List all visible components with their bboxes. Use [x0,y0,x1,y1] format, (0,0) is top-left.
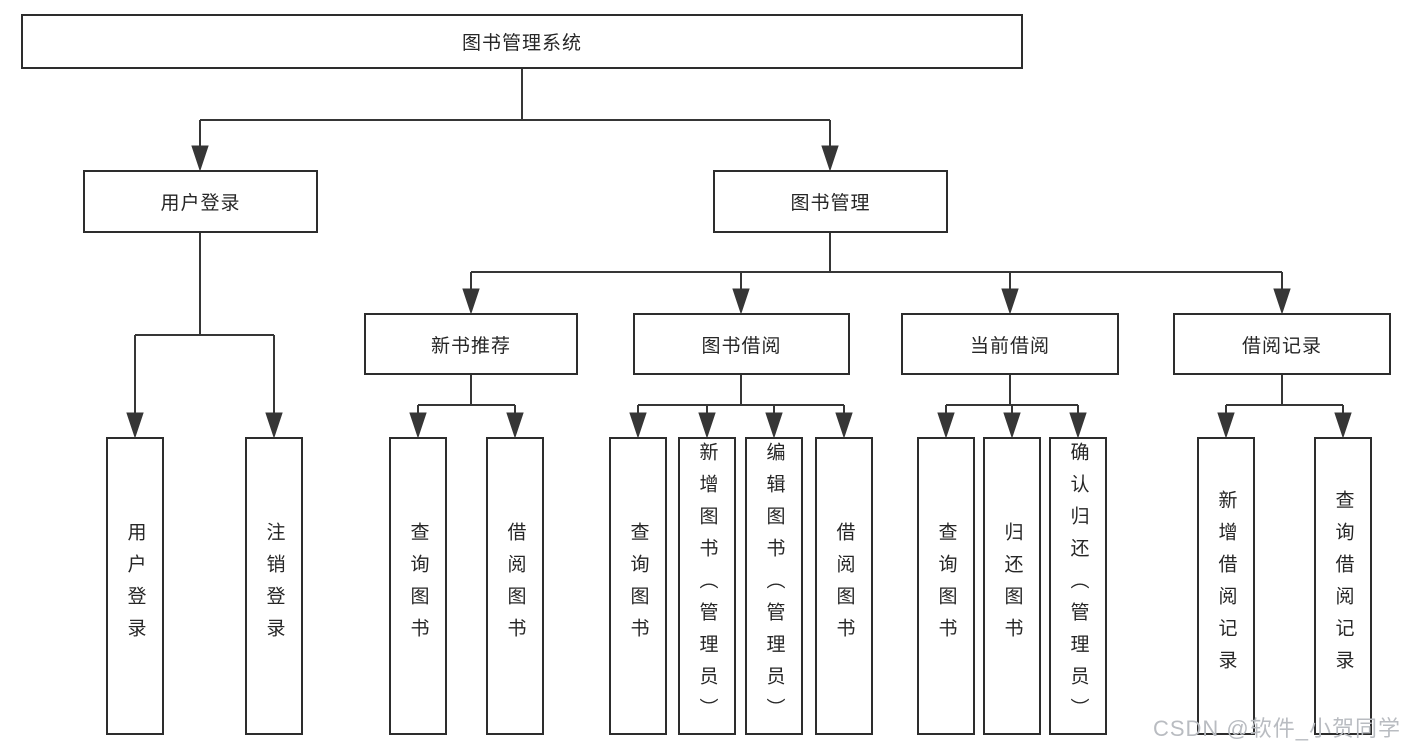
leaf-user-login-label: 用户登录 [124,522,146,650]
leaf-query-borrow-record-label: 查询借阅记录 [1332,490,1354,682]
node-user-login: 用户登录 [83,170,318,233]
leaf-borrow-books-2-label: 借阅图书 [833,522,855,650]
leaf-logout: 注销登录 [245,437,303,735]
leaf-query-books-3-label: 查询图书 [935,522,957,650]
watermark: CSDN @软件_小贺同学 [1152,716,1401,741]
leaf-add-book-admin-label: 新增图书（管理员） [696,442,718,730]
leaf-query-books-1: 查询图书 [389,437,447,735]
node-root: 图书管理系统 [21,14,1023,69]
leaf-query-books-3: 查询图书 [917,437,975,735]
leaf-confirm-return-admin-label: 确认归还（管理员） [1067,442,1089,730]
leaf-edit-book-admin-label: 编辑图书（管理员） [763,442,785,730]
leaf-confirm-return-admin: 确认归还（管理员） [1049,437,1107,735]
leaf-query-books-2-label: 查询图书 [627,522,649,650]
leaf-logout-label: 注销登录 [263,522,285,650]
leaf-add-book-admin: 新增图书（管理员） [678,437,736,735]
leaf-borrow-books-2: 借阅图书 [815,437,873,735]
node-book-borrowing: 图书借阅 [633,313,850,375]
node-current-borrowing: 当前借阅 [901,313,1119,375]
leaf-return-books-label: 归还图书 [1001,522,1023,650]
node-book-management: 图书管理 [713,170,948,233]
leaf-query-books-1-label: 查询图书 [407,522,429,650]
leaf-edit-book-admin: 编辑图书（管理员） [745,437,803,735]
node-borrowing-records: 借阅记录 [1173,313,1391,375]
leaf-borrow-books-1-label: 借阅图书 [504,522,526,650]
node-new-book-recommend: 新书推荐 [364,313,578,375]
leaf-return-books: 归还图书 [983,437,1041,735]
leaf-add-borrow-record: 新增借阅记录 [1197,437,1255,735]
leaf-add-borrow-record-label: 新增借阅记录 [1215,490,1237,682]
leaf-user-login: 用户登录 [106,437,164,735]
leaf-query-books-2: 查询图书 [609,437,667,735]
leaf-borrow-books-1: 借阅图书 [486,437,544,735]
leaf-query-borrow-record: 查询借阅记录 [1314,437,1372,735]
